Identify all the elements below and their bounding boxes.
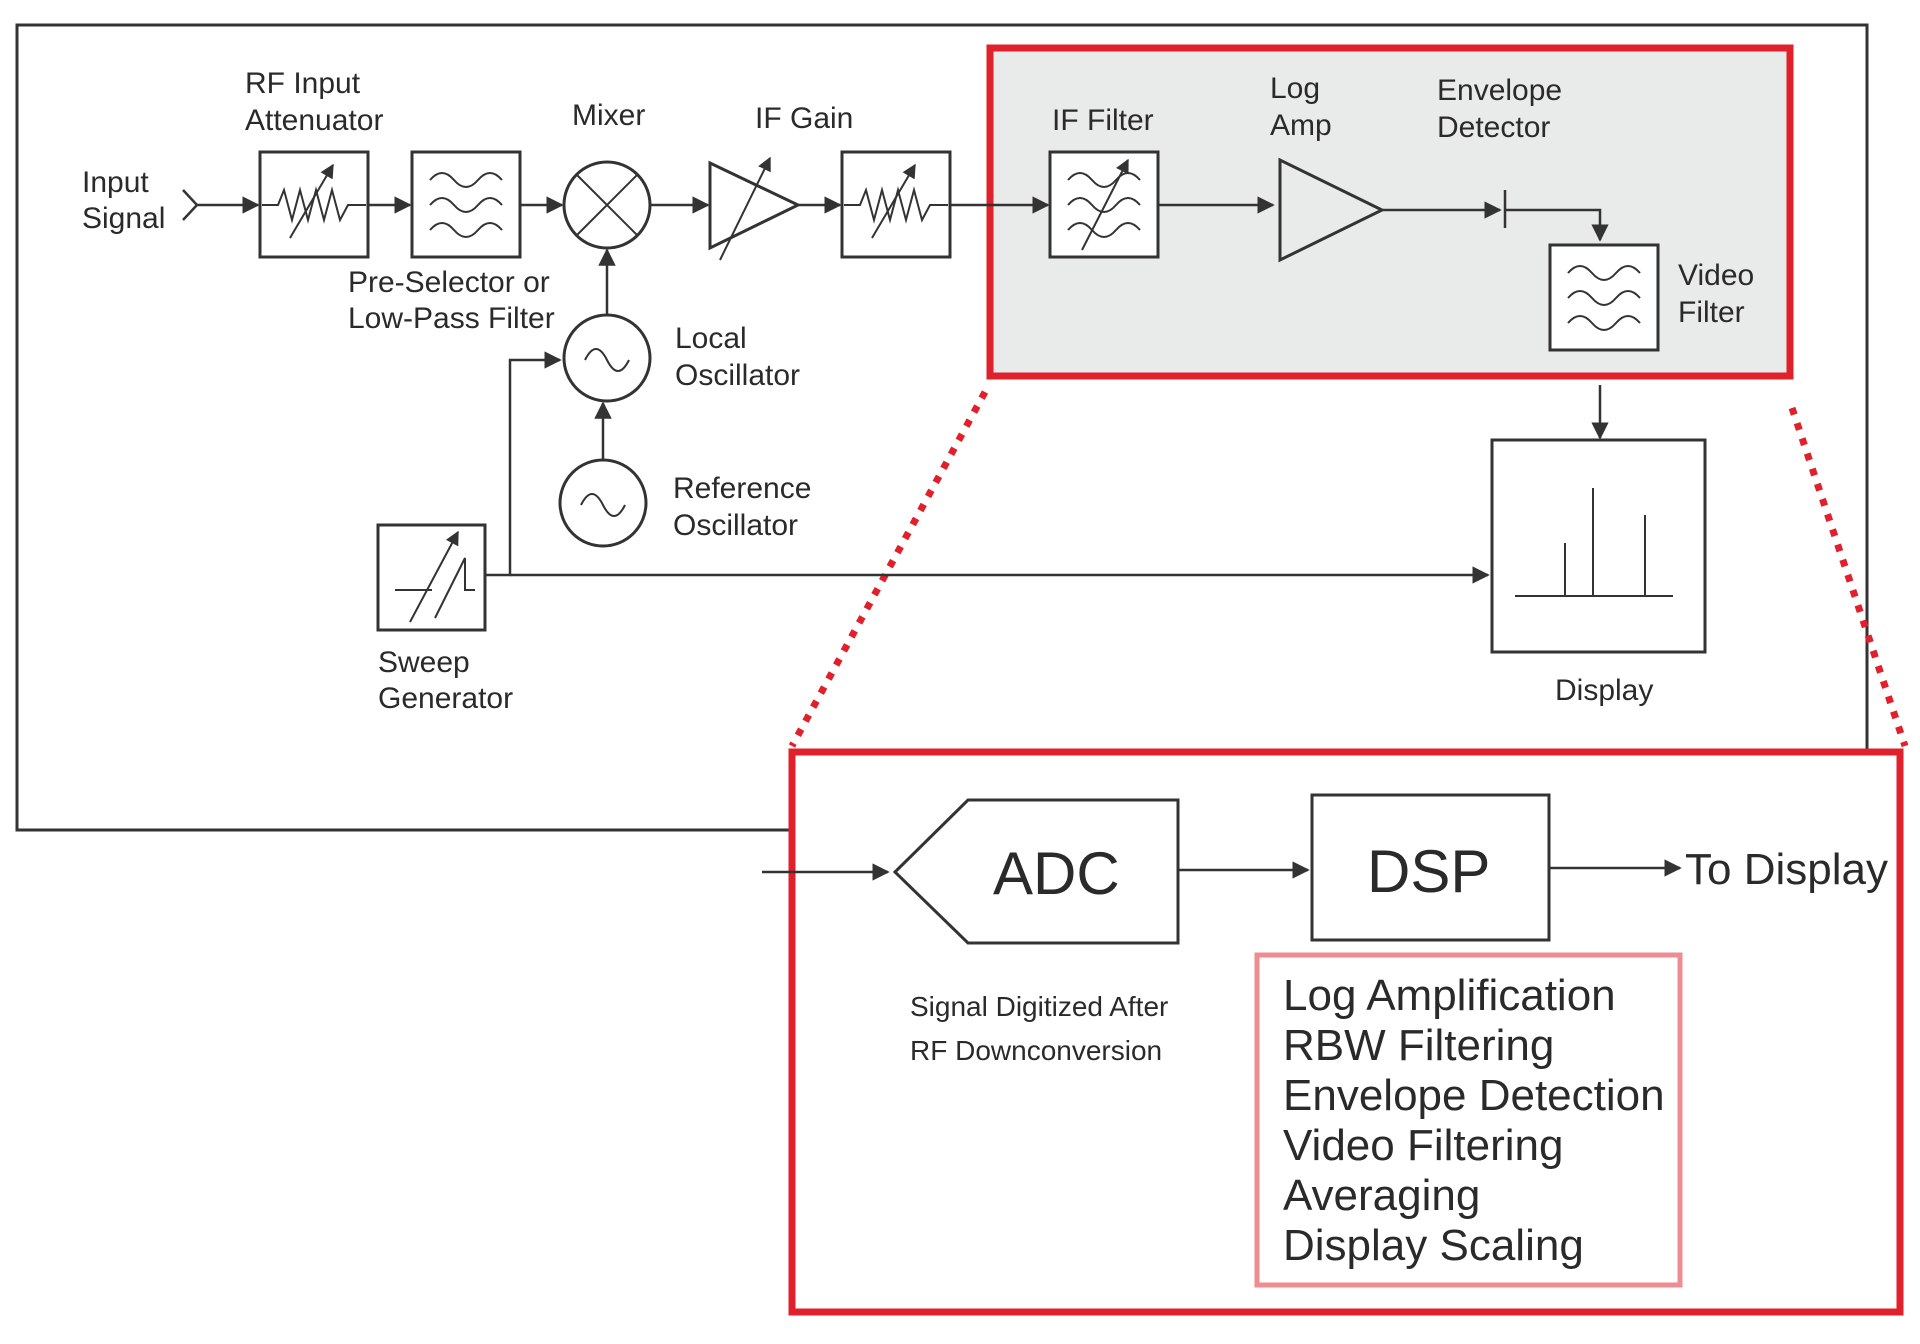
digitized-note-2: RF Downconversion — [910, 1035, 1162, 1066]
if-gain-amplifier — [708, 156, 802, 261]
dsp-function-item: Envelope Detection — [1283, 1071, 1665, 1120]
filter-wave-icon — [429, 172, 503, 238]
pre-selector-filter-block — [410, 150, 522, 259]
label-pre-selector-2: Low-Pass Filter — [348, 302, 555, 335]
mixer-x-icon — [576, 174, 638, 236]
sawtooth-icon — [395, 557, 475, 619]
label-log-amp-2: Amp — [1270, 109, 1332, 142]
dsp-function-item: RBW Filtering — [1283, 1021, 1554, 1070]
if-attenuator-block — [840, 150, 952, 259]
input-chevron-icon — [182, 189, 199, 221]
label-pre-selector-1: Pre-Selector or — [348, 266, 550, 299]
if-filter-block — [1048, 150, 1160, 259]
adc-label: ADC — [993, 840, 1120, 907]
label-if-filter: IF Filter — [1052, 104, 1154, 137]
dsp-label: DSP — [1367, 838, 1490, 905]
log-amp-triangle — [1278, 157, 1386, 263]
label-rf-attenuator-1: RF Input — [245, 67, 361, 100]
label-local-osc-1: Local — [675, 322, 747, 355]
label-rf-attenuator-2: Attenuator — [245, 104, 383, 137]
label-ref-osc-2: Oscillator — [673, 509, 798, 542]
zoom-connector-right — [1788, 406, 1909, 748]
digitized-note-1: Signal Digitized After — [910, 991, 1168, 1022]
dsp-function-item: Log Amplification — [1283, 971, 1616, 1020]
variable-resistor-icon — [262, 186, 366, 224]
label-sweep-gen-2: Generator — [378, 682, 513, 715]
label-log-amp-1: Log — [1270, 72, 1320, 105]
mixer-block — [562, 160, 652, 250]
label-input-signal-1: Input — [82, 166, 149, 199]
dsp-block — [1310, 793, 1551, 942]
dsp-functions-box — [1254, 952, 1683, 1288]
dsp-function-item: Video Filtering — [1283, 1121, 1563, 1170]
local-oscillator-block — [562, 313, 652, 403]
label-if-gain: IF Gain — [755, 102, 853, 135]
dsp-function-item: Averaging — [1283, 1171, 1480, 1220]
rf-attenuator-block — [258, 150, 370, 259]
zoom-connector-left — [788, 390, 989, 748]
label-ref-osc-1: Reference — [673, 472, 811, 505]
label-local-osc-2: Oscillator — [675, 359, 800, 392]
dsp-function-item: Display Scaling — [1283, 1221, 1584, 1270]
label-input-signal-2: Signal — [82, 202, 165, 235]
label-envelope-1: Envelope — [1437, 74, 1562, 107]
sweep-generator-block — [376, 523, 487, 632]
label-envelope-2: Detector — [1437, 111, 1550, 144]
adc-block — [892, 798, 1180, 945]
sine-icon — [584, 348, 630, 372]
to-display-label: To Display — [1685, 845, 1888, 894]
reference-oscillator-block — [558, 458, 648, 548]
label-mixer: Mixer — [572, 99, 645, 132]
label-sweep-gen-1: Sweep — [378, 646, 470, 679]
label-video-filter-2: Filter — [1678, 296, 1745, 329]
video-filter-block — [1548, 243, 1660, 352]
label-video-filter-1: Video — [1678, 259, 1754, 292]
label-display: Display — [1555, 674, 1653, 707]
display-block — [1490, 438, 1707, 654]
